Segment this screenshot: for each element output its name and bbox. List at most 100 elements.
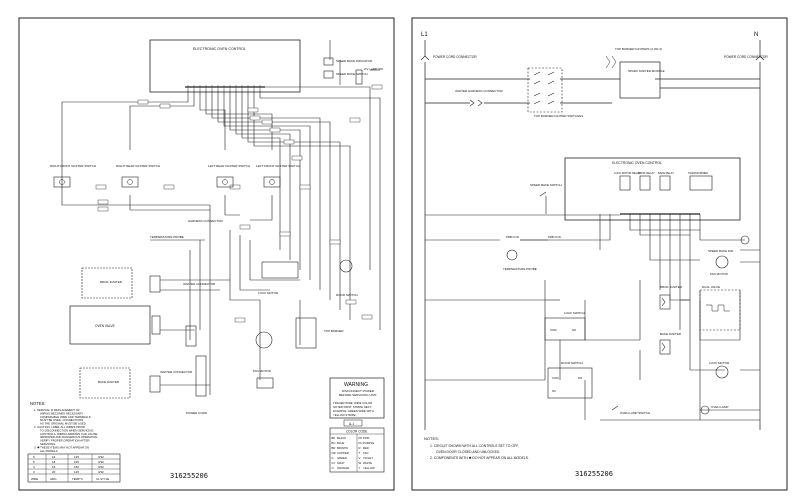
left-tracer-line-4: YELLOW STRIPE.	[333, 413, 357, 417]
color-code-cell: PINK	[363, 436, 370, 440]
right-prb-con-2: PRB CON	[548, 235, 561, 239]
right-lock-switch-no: NO	[572, 328, 577, 332]
left-igniter-switches	[53, 176, 281, 188]
wire-table-cell: 150	[74, 465, 79, 469]
wire-table-header: UL STYLE	[96, 477, 109, 481]
left-harness-connector-label: HARNESS CONNECTOR	[188, 219, 223, 223]
right-broil-igniter	[659, 294, 671, 310]
right-spark-igniter-module	[619, 61, 661, 99]
wire-table-cell: 20	[52, 470, 56, 474]
right-oven-control-box	[564, 157, 741, 221]
left-speed-bake-indicator	[323, 57, 334, 66]
left-notes-line: WIRING BECOMES NECESSARY	[40, 411, 83, 415]
right-prb-con-1: PRB CON	[506, 235, 519, 239]
left-broil-igniter-label: BROIL IGNITER	[100, 280, 123, 284]
color-code-cell: BR	[332, 446, 336, 450]
right-lock-switch-com: COM	[550, 328, 557, 332]
left-oven-lamp-switch	[355, 69, 363, 85]
left-notes-line: MUST BE USED. CONNECTIONS	[40, 418, 83, 422]
color-code-cell: WHITE	[363, 461, 372, 465]
right-speed-bake-ind-symbol	[740, 235, 750, 245]
left-wire-tags	[95, 84, 383, 323]
color-code-cell: GRAY	[337, 461, 345, 465]
right-bake-igniter	[659, 339, 671, 355]
wire-table-header: WIRE	[31, 477, 38, 481]
right-fan-motor-symbol	[715, 255, 729, 269]
right-lock-motor-symbol	[715, 365, 729, 379]
right-broil-igniter-label: BROIL IGNITER	[660, 285, 683, 289]
right-relays	[619, 175, 713, 191]
left-oven-control-label: ELECTRONIC OVEN CONTROL	[193, 47, 246, 51]
color-code-cell: BU	[332, 441, 336, 445]
right-n-label: N	[754, 32, 758, 38]
color-code-cell: GY	[332, 461, 336, 465]
color-code-cell: W	[359, 461, 362, 465]
right-relay-label-2: BROIL RELAY	[638, 171, 655, 175]
left-fan-motor	[256, 377, 274, 389]
right-power-rails	[420, 40, 765, 430]
color-code-cell: YELLOW	[363, 466, 375, 470]
left-notes-line: 1. SERVICE: IF REPLACEMENT OF	[34, 408, 80, 412]
right-part-number: 316255206	[575, 470, 613, 478]
left-tracer-line-1: TRACER WIRE: WIRE COLOR	[333, 401, 372, 405]
right-oven-control-label: ELECTRONIC OVEN CONTROL	[612, 161, 662, 165]
left-notes-title: NOTES:	[30, 401, 46, 406]
color-code-cell: GREEN	[337, 456, 347, 460]
color-code-cell: Y	[359, 466, 361, 470]
right-relay-label-1: LOCK MOTOR RELAY	[614, 171, 641, 175]
color-code-cell: TAN	[363, 451, 368, 455]
left-tracer-line-3: EXAMPLE: GREEN WIRE WITH	[333, 409, 374, 413]
color-code-cell: R	[359, 446, 361, 450]
left-notes-line: IMPROPER AND DANGEROUS OPERATION.	[40, 435, 98, 439]
left-bake-igniter	[79, 367, 131, 399]
left-part-number: 316255206	[170, 472, 208, 480]
right-notes-line-3: 2. COMPONENTS WITH ✱ DO NOT APPEAR ON AL…	[430, 456, 529, 460]
left-warning-line-1: DISCONNECT POWER	[342, 389, 375, 393]
wire-table-cell: 18	[52, 465, 56, 469]
wire-table-cell: 3/32	[98, 455, 104, 459]
right-relay-label-4: TRANSFORMER	[688, 171, 708, 175]
left-sheet-border	[18, 17, 395, 491]
color-code-cell: BK	[332, 436, 336, 440]
left-notes-line: ALL MODELS.	[40, 449, 58, 453]
color-code-cell: BLACK	[337, 436, 346, 440]
wire-table-cell: 6	[33, 455, 35, 459]
right-dual-valve-label: DUAL VALVE	[702, 285, 720, 289]
wire-table-cell: 18	[52, 460, 56, 464]
left-notes-line: TO DISCONNECTION WHEN SERVICING	[40, 428, 94, 432]
color-code-cell: O	[332, 466, 335, 470]
wire-table-cell: 125	[74, 455, 79, 459]
left-page-mark-box	[343, 419, 363, 427]
right-igniter-sparks	[605, 55, 617, 69]
wire-table-cell: 3/32	[98, 470, 104, 474]
right-temperature-probe-symbol	[506, 249, 518, 261]
right-spark-igniter-module-label: SPARK IGNITER MODULE	[628, 69, 665, 73]
right-lock-switch	[544, 317, 586, 341]
color-code-cell: PK	[359, 436, 363, 440]
right-oven-lamp-switch	[611, 405, 619, 411]
left-igniter-switch-label-1: RIGHT FRONT IGNITER SWITCH	[50, 164, 96, 168]
wire-table-cell: 125	[74, 460, 79, 464]
right-speed-bake-switch	[539, 191, 547, 214]
color-code-cell: COPPER	[337, 451, 349, 455]
wire-table-cell: 3	[33, 470, 35, 474]
left-broil-igniter-connector	[149, 275, 161, 293]
right-temperature-probe-label: TEMPERATURE PROBE	[503, 267, 537, 271]
wire-table-cell: 5	[33, 460, 35, 464]
wire-table-cell: 4	[33, 465, 35, 469]
left-oven-lamp-switch-label: OV LAMP SW	[364, 67, 383, 71]
left-top-burner-module	[295, 317, 317, 349]
right-power-cord-connector-left: POWER CORD CONNECTOR	[433, 55, 477, 59]
right-lock-switch-label: LOCK SWITCH	[564, 311, 585, 315]
right-power-cord-connector-right: POWER CORD CONNECTOR	[724, 55, 768, 59]
left-warning-title: WARNING	[344, 382, 368, 388]
right-door-switch-com: COM	[552, 376, 559, 380]
left-wire-table	[27, 453, 121, 483]
left-notes-line: VERIFY PROPER OPERATION AFTER	[40, 439, 89, 443]
color-code-cell: PU	[359, 441, 363, 445]
right-oven-lamp-label: OVEN LAMP	[711, 405, 729, 409]
wire-table-cell: 3/32	[98, 465, 104, 469]
left-bake-igniter-connector	[149, 375, 161, 393]
right-dual-valve	[699, 289, 741, 331]
